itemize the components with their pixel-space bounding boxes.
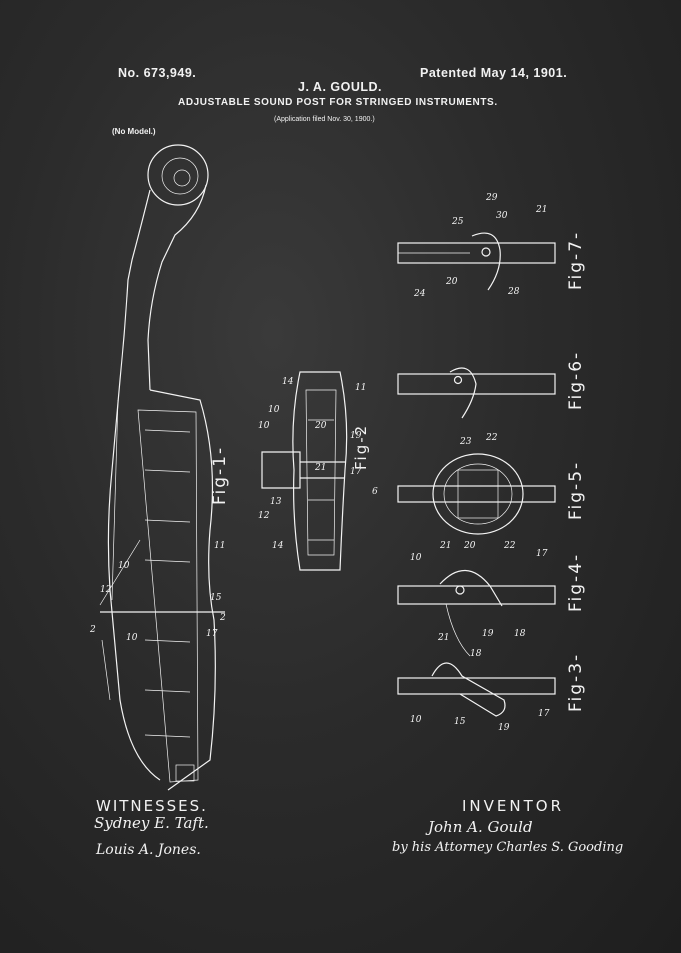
fig1-violin-drawing: 10 12 10 2 15 17 2 11 [89,144,226,791]
fig4-drawing: 10 21 20 17 19 18 [397,541,556,657]
patent-number: No. 673,949. [118,66,197,80]
svg-text:12: 12 [258,511,270,521]
fig5-drawing: 23 22 22 6 [372,433,556,551]
fig3-label: Fig-3- [566,652,586,712]
svg-text:25: 25 [451,217,464,227]
svg-text:18: 18 [470,649,482,659]
svg-text:17: 17 [350,467,362,477]
application-note: (Application filed Nov. 30, 1900.) [274,116,375,123]
svg-text:21: 21 [535,205,547,215]
svg-text:23: 23 [459,437,472,447]
svg-text:19: 19 [498,723,510,733]
svg-text:10: 10 [118,561,130,571]
svg-text:20: 20 [445,277,458,287]
fig2-reference-numerals: 14 10 10 11 19 17 12 13 14 20 21 [258,377,366,551]
fig4-label: Fig-4- [566,552,586,612]
patent-title: ADJUSTABLE SOUND POST FOR STRINGED INSTR… [178,97,498,108]
svg-text:18: 18 [514,629,526,639]
svg-text:17: 17 [538,709,550,719]
svg-text:14: 14 [272,541,284,551]
svg-text:28: 28 [507,287,520,297]
svg-text:19: 19 [350,431,362,441]
fig6-drawing [397,367,556,419]
svg-text:10: 10 [410,715,422,725]
inventor-label: INVENTOR [462,797,564,815]
fig1-label: Fig-1- [210,445,230,505]
patent-date: Patented May 14, 1901. [420,66,568,80]
witnesses-label: WITNESSES. [96,797,208,815]
fig7-label: Fig-7- [566,230,586,290]
svg-text:21: 21 [437,633,449,643]
svg-text:20: 20 [463,541,476,551]
svg-text:22: 22 [503,541,516,551]
svg-text:19: 19 [482,629,494,639]
svg-text:13: 13 [270,497,282,507]
svg-text:22: 22 [485,433,498,443]
witness-signature-1: Sydney E. Taft. [94,814,209,832]
svg-text:21: 21 [439,541,451,551]
svg-text:10: 10 [126,633,138,643]
model-note: (No Model.) [112,127,156,136]
inventor-signature: John A. Gould [428,818,533,836]
fig6-label: Fig-6- [566,350,586,410]
svg-text:20: 20 [314,421,327,431]
svg-text:30: 30 [496,211,508,221]
svg-text:6: 6 [372,487,378,497]
svg-text:29: 29 [485,193,498,203]
fig7-drawing: 25 29 30 21 20 28 24 [397,193,556,299]
fig5-label: Fig-5- [566,460,586,520]
fig2-section-drawing: 14 10 10 11 19 17 12 13 14 20 21 [258,371,366,571]
svg-text:21: 21 [314,463,326,473]
svg-text:2: 2 [89,625,96,635]
svg-text:24: 24 [413,289,426,299]
fig1-reference-numerals: 10 12 10 2 15 17 2 11 [89,541,226,643]
svg-text:11: 11 [355,383,366,393]
svg-text:17: 17 [206,629,218,639]
svg-text:12: 12 [100,585,112,595]
inventor-header: J. A. GOULD. [298,80,383,94]
svg-text:15: 15 [210,593,222,603]
svg-text:10: 10 [268,405,280,415]
witness-signature-2: Louis A. Jones. [96,842,201,858]
svg-text:11: 11 [214,541,225,551]
fig5-reference-numerals: 23 22 22 6 [372,433,516,551]
svg-text:2: 2 [219,613,226,623]
svg-text:10: 10 [410,553,422,563]
fig2-label: Fig-2 [352,423,370,470]
fig3-reference-numerals: 21 18 10 15 19 17 [410,633,550,733]
fig3-drawing: 21 18 10 15 19 17 [397,633,556,733]
svg-text:14: 14 [282,377,294,387]
svg-text:15: 15 [454,717,466,727]
fig4-reference-numerals: 10 21 20 17 19 18 [410,541,548,639]
fig7-reference-numerals: 25 29 30 21 20 28 24 [413,193,547,299]
attorney-signature: by his Attorney Charles S. Gooding [392,840,624,855]
svg-text:17: 17 [536,549,548,559]
svg-text:10: 10 [258,421,270,431]
